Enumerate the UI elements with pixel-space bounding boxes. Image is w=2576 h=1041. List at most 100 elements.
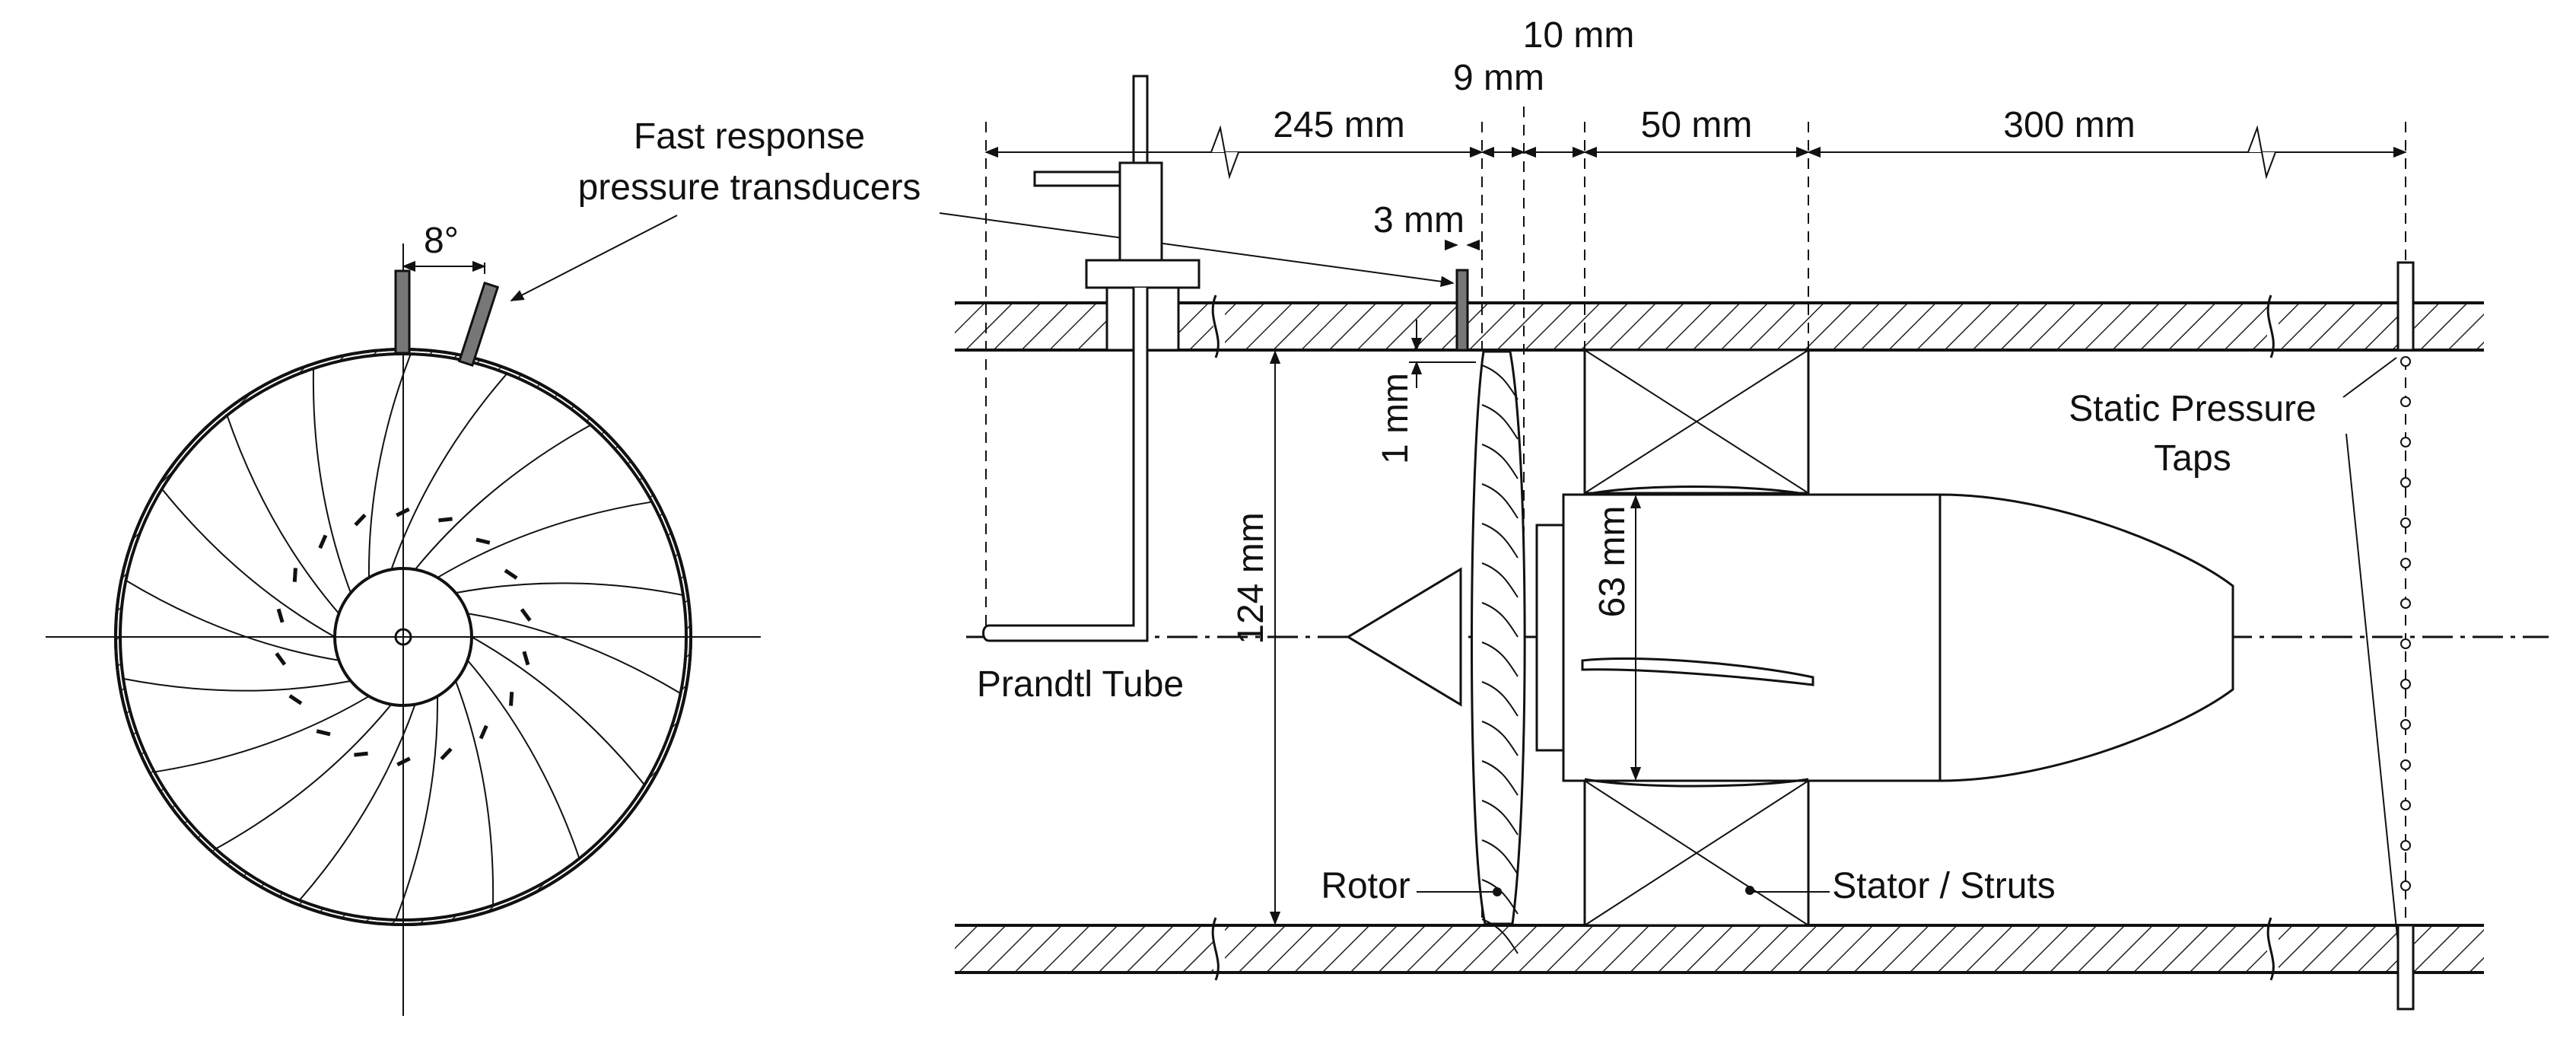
prandtl-label: Prandtl Tube — [977, 664, 1184, 705]
rotor-blade — [1481, 444, 1519, 479]
static-taps-label-line2: Taps — [2154, 438, 2231, 479]
static-taps — [2400, 356, 2411, 891]
rotor-blade — [1481, 483, 1519, 519]
transducers-label-line2: pressure transducers — [578, 167, 921, 208]
rotor-blades — [1481, 365, 1519, 954]
blade-root-mark — [509, 692, 514, 706]
static-taps-leader-2 — [2345, 433, 2399, 944]
static-tap — [2400, 517, 2411, 528]
rotor-blade — [1481, 365, 1519, 400]
static-taps-label-line1: Static Pressure — [2069, 389, 2316, 429]
rotor-blade — [1481, 562, 1519, 598]
fan-blades — [122, 353, 684, 921]
rotor-label: Rotor — [1321, 866, 1410, 906]
strut-bottom-fairing — [1584, 778, 1809, 788]
dim-9-label: 9 mm — [1453, 58, 1544, 98]
prandtl-side-arm — [1033, 170, 1121, 187]
dim-50-label: 50 mm — [1641, 105, 1753, 145]
static-tap — [2400, 396, 2411, 407]
static-tap — [2400, 719, 2411, 730]
fan-blade — [455, 680, 495, 906]
top-wall-mid — [1225, 303, 2267, 350]
front-view — [46, 244, 761, 1016]
blade-root-mark — [504, 568, 518, 580]
transducers-label-line1: Fast response — [634, 116, 865, 157]
blade-root-mark — [520, 608, 532, 622]
fan-blade — [367, 353, 412, 578]
dim-124-label: 124 mm — [1231, 512, 1271, 644]
stator-bottom-x2 — [1584, 780, 1809, 926]
prandtl-nut — [1085, 259, 1201, 289]
dim-245-break — [1210, 125, 1239, 180]
static-tap — [2400, 638, 2411, 649]
fan-blade — [414, 424, 592, 571]
stator-top-x2 — [1584, 349, 1809, 494]
blade-root-mark — [318, 534, 328, 549]
dim-300-break — [2247, 125, 2276, 180]
static-tap — [2400, 598, 2411, 609]
static-tap — [2400, 759, 2411, 770]
fan-blade — [298, 704, 416, 901]
static-tap — [2400, 840, 2411, 851]
static-tap — [2400, 558, 2411, 568]
tail-cone — [1938, 493, 2234, 782]
rotor-blade — [1481, 879, 1519, 915]
static-tap — [2400, 679, 2411, 689]
tap-top — [2396, 261, 2415, 352]
static-taps-leader-1 — [2342, 357, 2397, 398]
fan-blade — [466, 660, 580, 859]
tap-bottom — [2396, 924, 2415, 1011]
blade-root-mark — [354, 751, 368, 757]
transducers-leader-left — [510, 215, 678, 301]
rotor-blade — [1481, 641, 1519, 677]
bottom-break-left — [1211, 917, 1220, 981]
fan-blade — [471, 636, 645, 786]
rotor-blade — [1481, 602, 1519, 638]
dim-10-label: 10 mm — [1523, 15, 1635, 56]
bottom-break-right — [2266, 917, 2275, 981]
blade-root-mark — [275, 652, 287, 666]
static-tap — [2400, 356, 2411, 367]
rotor-blade — [1481, 839, 1519, 875]
blade-root-mark — [292, 568, 297, 582]
fan-blade — [125, 579, 339, 661]
prandtl-stem-top — [1132, 75, 1149, 165]
blade-root-mark — [440, 747, 453, 761]
stator-leader-dot — [1745, 886, 1754, 895]
bottom-wall-mid — [1225, 925, 2267, 973]
dim-63-label: 63 mm — [1592, 506, 1633, 618]
rotor-leader-dot — [1493, 887, 1502, 896]
blade-root-mark — [316, 729, 331, 737]
rotor-blade — [1481, 721, 1519, 756]
stator-label: Stator / Struts — [1832, 866, 2055, 906]
blade-root-mark — [479, 724, 488, 740]
rotor-blade — [1481, 523, 1519, 559]
blade-root-mark — [288, 694, 303, 705]
blade-root-mark — [276, 608, 285, 623]
rotor-blade — [1481, 918, 1519, 954]
static-tap — [2400, 800, 2411, 810]
spinner-cone — [1346, 567, 1462, 707]
static-tap — [2400, 437, 2411, 447]
prandtl-body — [1118, 161, 1163, 262]
bottom-wall-right — [2279, 925, 2484, 973]
fan-blade — [467, 613, 682, 695]
fan-blade — [390, 373, 508, 570]
angle-label: 8° — [424, 221, 459, 261]
side-transducer-probe — [1455, 269, 1469, 352]
fan-blade — [395, 696, 439, 921]
transducer-probe-1 — [394, 269, 411, 355]
fan-blade — [437, 501, 653, 578]
blade-root-mark — [354, 513, 367, 527]
strut-top-fairing — [1584, 485, 1809, 496]
prandtl-tube — [982, 288, 1149, 642]
rotor-blade — [1481, 681, 1519, 717]
top-break-right — [2266, 294, 2275, 358]
side-section — [955, 75, 2549, 1011]
fan-blade — [455, 582, 684, 597]
fan-blade — [161, 488, 336, 638]
blade-root-mark — [438, 517, 453, 523]
rotor-blade — [1481, 760, 1519, 796]
fan-blade — [312, 368, 351, 594]
